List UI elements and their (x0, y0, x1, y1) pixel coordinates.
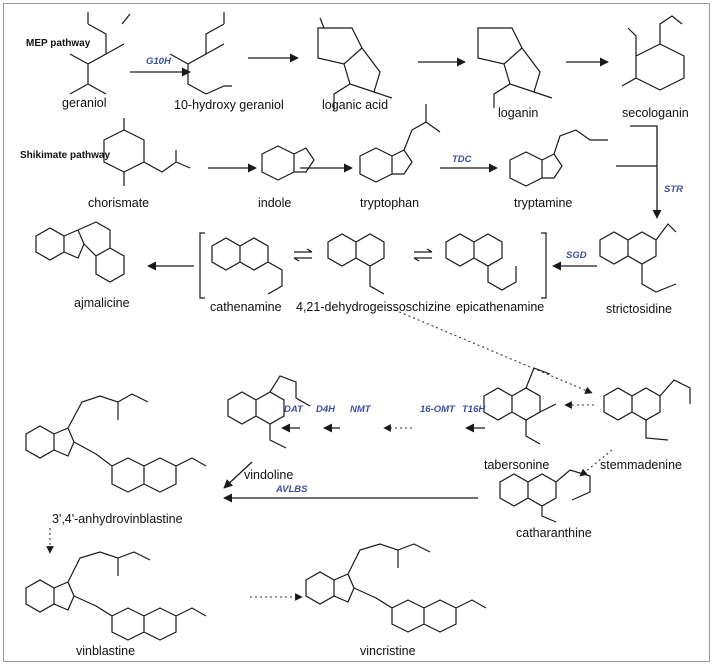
structure-vindoline (227, 375, 311, 449)
enzyme-dat: DAT (284, 404, 303, 415)
enzyme-tdc: TDC (452, 154, 472, 165)
arrow-stemmadenine-to-catharanthine (579, 449, 613, 477)
structure-chorismate (103, 118, 191, 186)
mep-pathway-label: MEP pathway (26, 38, 91, 49)
indole-label: indole (258, 196, 292, 210)
figure-frame (3, 3, 710, 662)
enzyme-nmt: NMT (350, 404, 371, 415)
enzyme-16-omt: 16-OMT (420, 404, 455, 415)
enzyme-t16h: T16H (462, 404, 486, 415)
structure-anhydrovinblastine (25, 393, 207, 493)
structure-tryptamine (509, 129, 608, 187)
chorismate-label: chorismate (88, 196, 150, 210)
dehydrogeissoschizine-label: 4,21-dehydrogeissoschizine (296, 300, 451, 314)
structure-hydroxygeraniol (169, 12, 232, 95)
structure-cathenamine (211, 237, 283, 295)
arrow-strictosidine-to-stemmadenine (389, 307, 593, 394)
bracket-left (199, 232, 205, 299)
structure-vinblastine (25, 551, 207, 641)
strictosidine-label: strictosidine (606, 302, 672, 316)
structure-ajmalicine (35, 221, 125, 283)
structure-tabersonine (483, 367, 557, 445)
arrow-vindoline-to-anhydrovinblastine (223, 461, 253, 489)
structure-epicathenamine (445, 233, 517, 291)
loganic-acid-label: loganic acid (322, 98, 389, 112)
anhydrovinblastine-label: 3',4'-anhydrovinblastine (52, 512, 183, 526)
tabersonine-label: tabersonine (484, 458, 550, 472)
epicathenamine-label: epicathenamine (456, 300, 545, 314)
structure-tryptophan (359, 104, 441, 183)
structure-strictosidine (599, 223, 677, 293)
stemmadenine-label: stemmadenine (600, 458, 682, 472)
secologanin-label: secologanin (622, 106, 689, 120)
catharanthine-label: catharanthine (516, 526, 592, 540)
enzyme-str: STR (664, 184, 683, 195)
shikimate-pathway-label: Shikimate pathway (20, 150, 111, 161)
tryptamine-label: tryptamine (514, 196, 573, 210)
tryptophan-label: tryptophan (360, 196, 420, 210)
vindoline-label: vindoline (244, 468, 294, 482)
structure-stemmadenine (603, 379, 691, 441)
structure-vincristine (305, 543, 487, 633)
vinblastine-label: vinblastine (76, 644, 136, 658)
arrow-secologanin-tryptamine-to-strictosidine (616, 125, 657, 218)
equilibrium-arrows-1 (293, 248, 313, 262)
ajmalicine-label: ajmalicine (74, 296, 130, 310)
structure-secologanin (621, 15, 685, 91)
hydroxy-geraniol-label: 10-hydroxy geraniol (174, 98, 284, 112)
vincristine-label: vincristine (360, 644, 416, 658)
structure-indole (261, 145, 315, 181)
structure-geraniol (69, 12, 131, 95)
geraniol-label: geraniol (62, 96, 107, 110)
structure-catharanthine (499, 469, 591, 523)
loganin-label: loganin (498, 106, 539, 120)
structure-loganic-acid (317, 17, 393, 110)
enzyme-d4h: D4H (316, 404, 336, 415)
enzyme-g10h: G10H (146, 56, 171, 67)
enzyme-sgd: SGD (566, 250, 587, 261)
cathenamine-label: cathenamine (210, 300, 282, 314)
enzyme-avlbs: AVLBS (276, 484, 308, 495)
structure-loganin (477, 27, 553, 108)
equilibrium-arrows-2 (413, 248, 433, 262)
structure-dehydrogeissoschizine (327, 233, 385, 295)
bracket-right (541, 232, 547, 299)
